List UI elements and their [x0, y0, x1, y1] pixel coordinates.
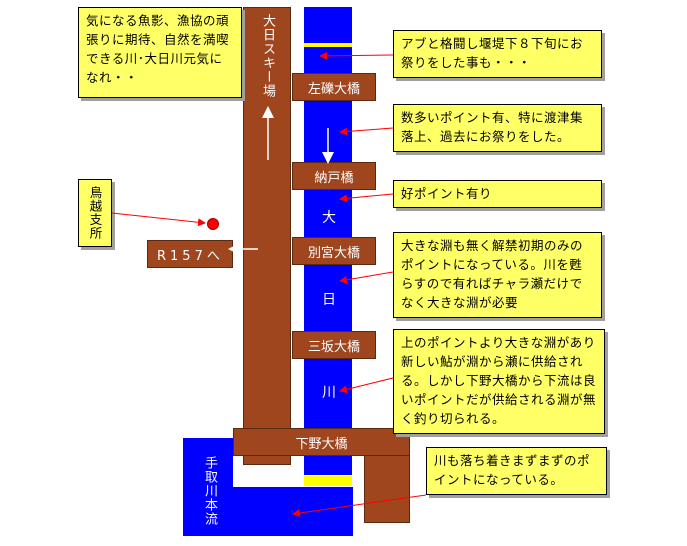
note-good-point: 好ポイント有り: [393, 180, 602, 208]
note-tedori: 川も落ち着きまずまずのポイントになっている。: [426, 447, 607, 495]
weir-upper: [304, 43, 352, 47]
leader-line-good-point: [339, 193, 394, 203]
weir-lower: [304, 476, 352, 486]
tedori-river-horizontal: [183, 487, 353, 536]
note-watazu: 数多いポイント有、特に渡津集落上、過去にお祭りをした。: [393, 104, 602, 152]
leader-line-tedori: [292, 494, 427, 517]
river-char-kawa: 川: [322, 385, 336, 401]
leader-line-weir: [319, 51, 394, 60]
bridge-sareki: 左礫大橋: [292, 73, 376, 101]
bridge-nato: 納戸橋: [292, 162, 376, 190]
leader-line-watazu: [339, 127, 394, 136]
road-r157: [147, 240, 233, 268]
office-marker: [207, 218, 219, 230]
leader-line-office: [111, 212, 206, 227]
tedori-main-river-label: 手取川本流: [202, 456, 217, 526]
river-char-nichi: 日: [322, 292, 336, 308]
note-misaka: 上のポイントより大きな淵があり新しい鮎が淵から瀬に供給される。しかし下野大橋から…: [393, 329, 605, 434]
bridge-shimono: 下野大橋: [233, 428, 410, 456]
note-top-left: 気になる魚影、漁協の頑張りに期待、自然を満喫できる川･大日川元気になれ・・: [78, 7, 242, 98]
leader-line-betsugu: [339, 271, 394, 284]
leader-line-misaka: [339, 377, 394, 394]
office-label-box: 鳥越支所: [78, 179, 112, 247]
bridge-betsugu: 別宮大橋: [292, 237, 376, 265]
ski-area-label: 大日スキー場: [260, 14, 275, 98]
office-label: 鳥越支所: [87, 186, 103, 240]
road-main-vertical: [243, 7, 291, 465]
note-weir: アブと格闘し堰堤下８下旬にお祭りをした事も・・・: [393, 30, 602, 78]
river-char-dai: 大: [322, 210, 336, 226]
r157-label: R157へ: [157, 249, 224, 264]
note-betsugu: 大きな淵も無く解禁初期のみのポイントになっている。川を甦らすので有ればチャラ瀬だ…: [393, 232, 602, 318]
bridge-misaka: 三坂大橋: [292, 331, 376, 359]
